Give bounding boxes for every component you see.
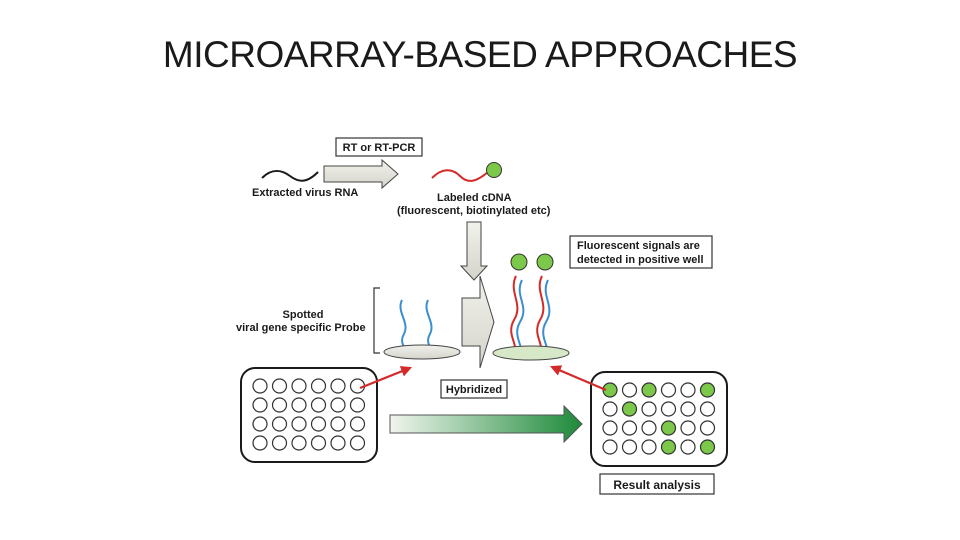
right-pointer-arrow [549,365,607,392]
left-plate [240,367,378,463]
probe-slide [383,299,461,360]
well [291,378,307,394]
positive-well [699,439,716,455]
hybridized-slide [492,253,570,361]
well [330,416,346,432]
positive-well [699,382,716,398]
hybridized-box: Hybridized [440,379,508,399]
well [699,420,716,436]
well [641,420,657,436]
well [641,439,657,455]
well [291,416,307,432]
well [291,397,307,413]
well [680,420,696,436]
cdna-label-1: Labeled cDNA [437,192,512,204]
well [330,397,346,413]
well [349,397,366,413]
down-arrow [459,221,489,281]
well [310,397,327,413]
well [310,435,327,451]
probe-label-2: viral gene specific Probe [236,322,366,334]
signal-label-2: detected in positive well [577,254,704,266]
result-box: Result analysis [599,473,715,495]
well [680,439,696,455]
rna-label: Extracted virus RNA [252,187,358,199]
well [330,435,346,451]
signal-box: Fluorescent signals are detected in posi… [569,235,713,269]
well [271,378,288,394]
labeled-cdna [431,162,502,182]
well [660,401,677,417]
well [621,420,638,436]
well [252,416,268,432]
well [330,378,346,394]
well [660,382,677,398]
well [252,435,268,451]
probe-bracket [373,287,380,354]
rt-pcr-label: RT or RT-PCR [343,142,416,154]
positive-well [660,439,677,455]
well [310,378,327,394]
well [349,416,366,432]
well [602,401,618,417]
well [291,435,307,451]
well [349,435,366,451]
rna-strand [261,170,319,182]
signal-label-1: Fluorescent signals are [577,240,700,252]
analysis-arrow [389,404,583,444]
probe-label-1: Spotted [283,309,324,321]
right-plate [590,371,728,467]
positive-well [641,382,657,398]
well [680,401,696,417]
well [252,397,268,413]
left-pointer-arrow [359,366,413,390]
well [699,401,716,417]
well [252,378,268,394]
slide-title: MICROARRAY-BASED APPROACHES [162,34,798,75]
well [310,416,327,432]
well [271,397,288,413]
well [271,416,288,432]
positive-well [660,420,677,436]
rt-pcr-box: RT or RT-PCR [335,137,423,157]
well [621,439,638,455]
well [602,420,618,436]
cdna-label-2: (fluorescent, biotinylated etc) [397,205,551,217]
hybridize-arrow [461,275,495,369]
positive-well [602,382,618,398]
well [271,435,288,451]
rt-arrow [323,158,399,190]
well [621,382,638,398]
well [602,439,618,455]
well [641,401,657,417]
hybridized-label: Hybridized [446,384,502,396]
result-label: Result analysis [613,478,701,492]
well [680,382,696,398]
positive-well [621,401,638,417]
